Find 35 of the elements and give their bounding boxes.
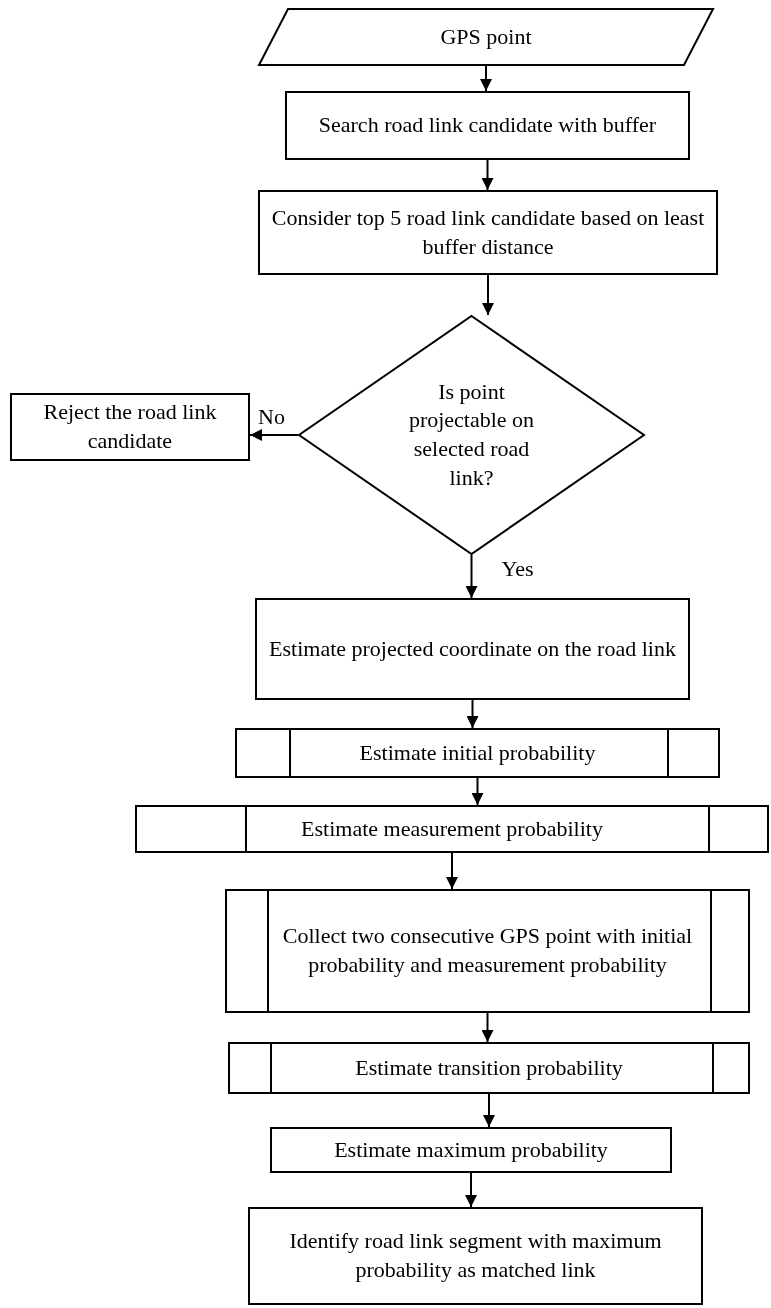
arrow (465, 554, 478, 599)
process-box (285, 91, 690, 160)
arrow (482, 274, 494, 316)
step-text: Search road link candidate with buffer (317, 111, 658, 140)
decision-diamond (298, 315, 645, 555)
arrow (480, 65, 492, 92)
step-text: Estimate transition probability (354, 1053, 624, 1082)
subprocess-box (225, 889, 750, 1013)
decision-question: Is point projectable on selected road link? (407, 377, 536, 492)
process-box (255, 598, 690, 700)
arrow (483, 1093, 495, 1128)
arrow (481, 1012, 494, 1043)
step-text: Estimate projected coordinate on the road link (268, 634, 677, 663)
step-text: Estimate maximum probability (333, 1135, 609, 1164)
arrow (466, 699, 479, 729)
subprocess-box (235, 728, 720, 778)
step-text: Consider top 5 road link candidate based on least buffer distance (270, 203, 706, 261)
arrow (249, 429, 299, 441)
step-text: Identify road link segment with maximum probability as matched link (288, 1227, 663, 1284)
arrow (481, 159, 494, 191)
step-text: Reject the road link candidate (42, 398, 218, 455)
process-box (10, 393, 250, 461)
subprocess-box (228, 1042, 750, 1094)
step-text: Estimate measurement probability (300, 814, 604, 843)
step-text: GPS point (439, 22, 533, 51)
process-box (258, 190, 718, 275)
arrow (471, 777, 484, 806)
input-parallelogram (258, 8, 714, 66)
arrow (465, 1172, 477, 1208)
step-text: Estimate initial probability (358, 738, 597, 767)
subprocess-box (135, 805, 769, 853)
process-box (248, 1207, 703, 1305)
step-text: Collect two consecutive GPS point with initial probability and measurement probability (281, 922, 694, 979)
process-box (270, 1127, 672, 1173)
arrow (446, 852, 458, 890)
